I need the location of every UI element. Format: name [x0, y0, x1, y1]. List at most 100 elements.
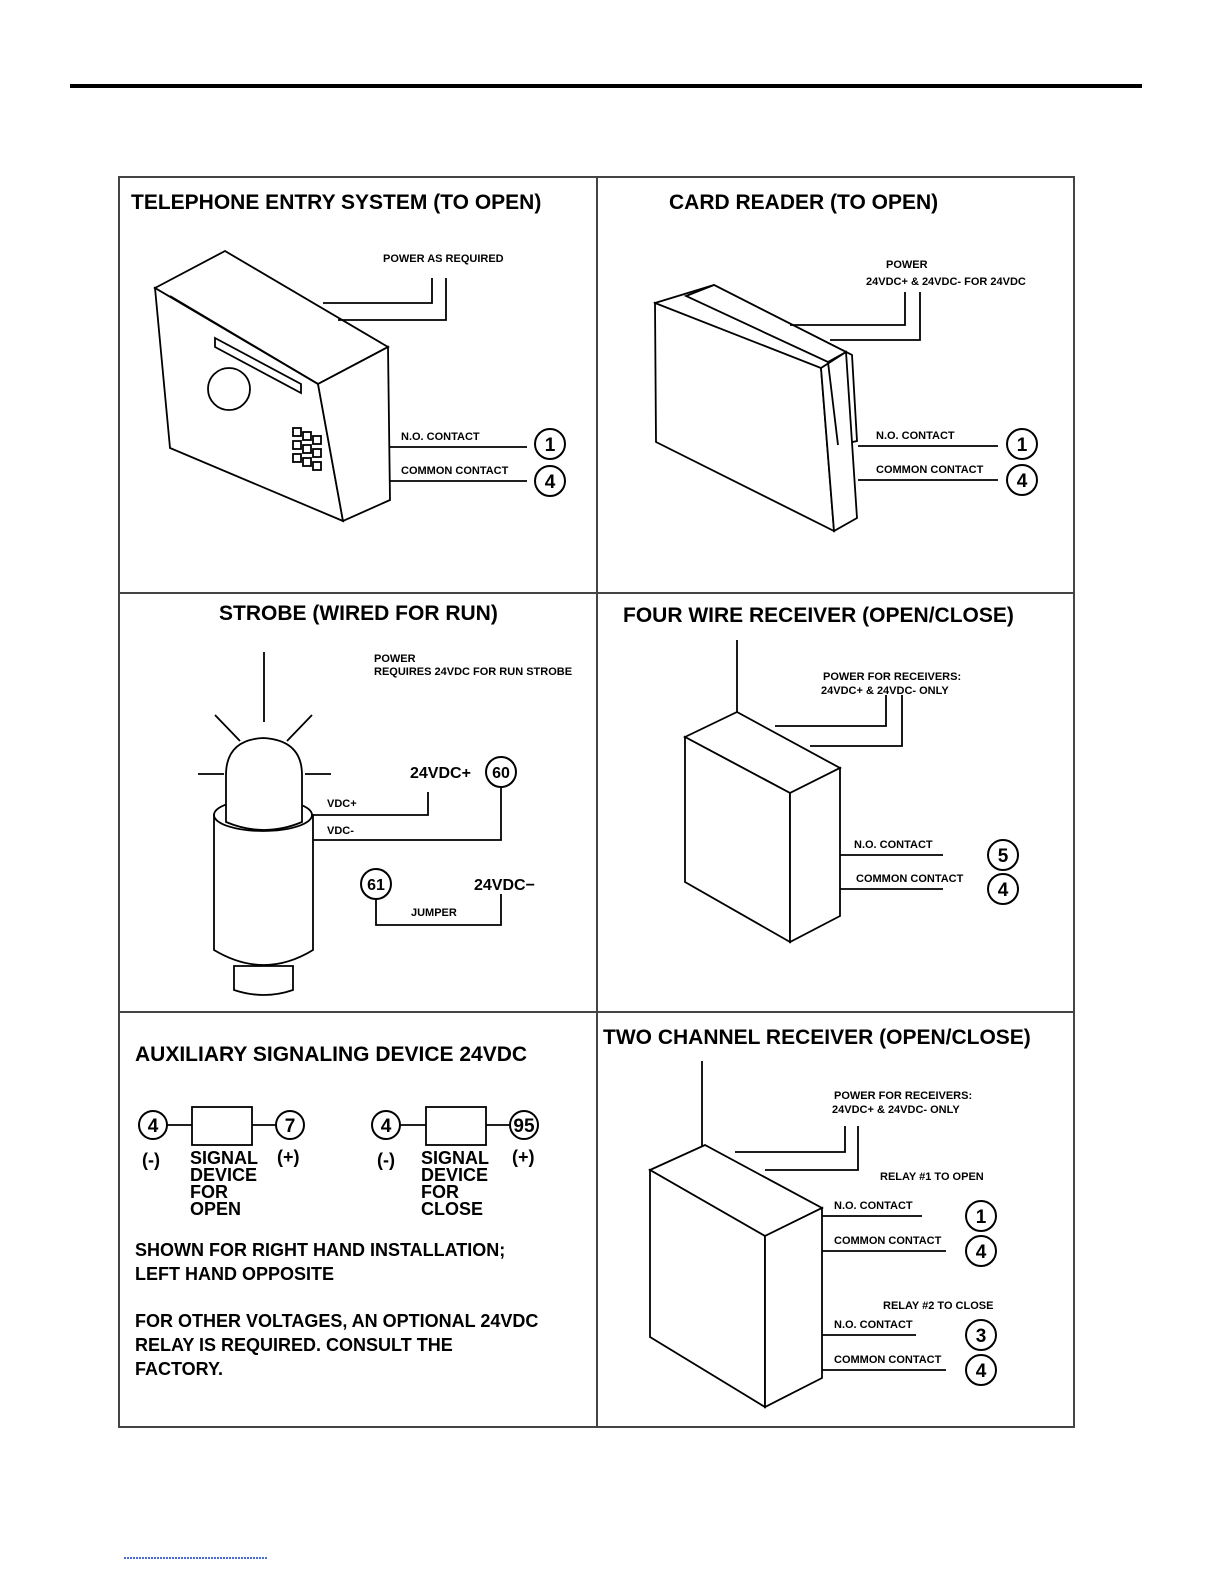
auxiliary-note-2-line-2: RELAY IS REQUIRED. CONSULT THE	[135, 1335, 453, 1355]
telephone-common-contact-label: COMMON CONTACT	[401, 465, 509, 477]
open-signal-box	[191, 1106, 253, 1146]
close-label-line-4: CLOSE	[421, 1199, 483, 1219]
close-label-line-3: FOR	[421, 1182, 459, 1202]
card-reader-terminal-no-number: 1	[1017, 435, 1028, 456]
two-channel-r1-terminal-no-number: 1	[976, 1207, 987, 1228]
card-reader-terminal-common	[1006, 464, 1038, 496]
two-channel-power-wire-1	[735, 1126, 846, 1153]
close-terminal-right-number: 95	[513, 1116, 535, 1137]
card-reader-device	[653, 284, 858, 533]
strobe-jumper-label: JUMPER	[411, 907, 457, 919]
close-label-line-1: SIGNAL	[421, 1148, 489, 1168]
open-label-line-3: FOR	[190, 1182, 228, 1202]
close-plus-label: (+)	[512, 1147, 535, 1167]
card-reader-power-label-2: 24VDC+ & 24VDC- FOR 24VDC	[866, 276, 1026, 288]
open-label-line-4: OPEN	[190, 1199, 241, 1219]
telephone-power-wire-2	[338, 278, 447, 321]
four-wire-terminal-common-number: 4	[998, 880, 1009, 901]
two-channel-r2-common-contact-label: COMMON CONTACT	[834, 1354, 942, 1366]
close-terminal-right	[509, 1110, 539, 1140]
two-channel-r1-common-contact-label: COMMON CONTACT	[834, 1235, 942, 1247]
open-terminal-left-number: 4	[148, 1116, 159, 1137]
telephone-terminal-no	[534, 428, 566, 460]
strobe-terminal-jumper-number: 61	[367, 877, 385, 894]
strobe-terminal-plus	[485, 756, 517, 788]
telephone-terminal-no-number: 1	[545, 435, 556, 456]
strobe-power-label-2: REQUIRES 24VDC FOR RUN STROBE	[374, 666, 572, 678]
two-channel-power-wire-2	[765, 1126, 859, 1171]
four-wire-power-label-1: POWER FOR RECEIVERS:	[823, 671, 961, 683]
two-channel-r2-terminal-common-number: 4	[976, 1361, 987, 1382]
strobe-supply-minus-label: 24VDC−	[474, 877, 535, 894]
auxiliary-note-1-line-2: LEFT HAND OPPOSITE	[135, 1264, 334, 1284]
four-wire-terminal-common	[987, 873, 1019, 905]
two-channel-r2-terminal-no	[965, 1319, 997, 1351]
four-wire-no-contact-label: N.O. CONTACT	[854, 839, 933, 851]
four-wire-receiver-device	[683, 640, 842, 944]
panel-four-wire-receiver: FOUR WIRE RECEIVER (OPEN/CLOSE) POWER FO…	[623, 604, 1019, 944]
open-minus-label: (-)	[142, 1150, 160, 1170]
panel-card-reader: CARD READER (TO OPEN) POWER 24VDC+ & 24V…	[653, 191, 1038, 533]
bottom-link-underline	[124, 1557, 267, 1559]
telephone-power-wire-1	[323, 278, 433, 304]
telephone-title: TELEPHONE ENTRY SYSTEM (TO OPEN)	[131, 191, 541, 214]
open-terminal-right-number: 7	[285, 1116, 296, 1137]
card-reader-power-wire-2	[830, 292, 921, 341]
open-label-line-2: DEVICE	[190, 1165, 257, 1185]
strobe-jumper-wire	[375, 894, 502, 926]
card-reader-power-wire-1	[790, 292, 906, 326]
two-channel-power-label-2: 24VDC+ & 24VDC- ONLY	[832, 1104, 960, 1116]
open-label-line-1: SIGNAL	[190, 1148, 258, 1168]
close-minus-label: (-)	[377, 1150, 395, 1170]
two-channel-r1-terminal-common	[965, 1235, 997, 1267]
two-channel-relay2-label: RELAY #2 TO CLOSE	[883, 1300, 993, 1312]
telephone-terminal-common	[534, 465, 566, 497]
close-signal-box	[425, 1106, 487, 1146]
card-reader-terminal-common-number: 4	[1017, 471, 1028, 492]
two-channel-r1-no-contact-label: N.O. CONTACT	[834, 1200, 913, 1212]
auxiliary-note-2-line-3: FACTORY.	[135, 1359, 223, 1379]
two-channel-r2-terminal-common	[965, 1354, 997, 1386]
strobe-power-label-1: POWER	[374, 653, 416, 665]
card-reader-power-label-1: POWER	[886, 259, 928, 271]
four-wire-terminal-no-number: 5	[998, 846, 1009, 867]
two-channel-r2-no-contact-label: N.O. CONTACT	[834, 1319, 913, 1331]
telephone-entry-device	[153, 249, 391, 523]
panel-strobe: STROBE (WIRED FOR RUN) POWER REQUIRES 24…	[198, 602, 572, 996]
four-wire-terminal-no	[987, 839, 1019, 871]
signal-device-open: 4 7 (-) (+) SIGNAL DEVICE FOR OPEN	[138, 1106, 305, 1219]
card-reader-terminal-no	[1006, 428, 1038, 460]
two-channel-relay1-label: RELAY #1 TO OPEN	[880, 1171, 984, 1183]
two-channel-r2-terminal-no-number: 3	[976, 1326, 987, 1347]
strobe-vdc-minus-wire	[313, 788, 502, 841]
strobe-terminal-plus-number: 60	[492, 765, 510, 782]
panel-telephone-entry: TELEPHONE ENTRY SYSTEM (TO OPEN) POWER A…	[131, 191, 566, 523]
telephone-power-label: POWER AS REQUIRED	[383, 253, 504, 265]
four-wire-power-wire-2	[810, 695, 903, 747]
panel-auxiliary-signaling: AUXILIARY SIGNALING DEVICE 24VDC 4 7 (-)…	[135, 1043, 539, 1379]
keypad-icon	[292, 427, 322, 471]
auxiliary-note-2-line-1: FOR OTHER VOLTAGES, AN OPTIONAL 24VDC	[135, 1311, 538, 1331]
four-wire-common-contact-label: COMMON CONTACT	[856, 873, 964, 885]
strobe-vdc-minus-label: VDC-	[327, 825, 354, 837]
two-channel-title: TWO CHANNEL RECEIVER (OPEN/CLOSE)	[603, 1026, 1031, 1049]
close-label-line-2: DEVICE	[421, 1165, 488, 1185]
two-channel-r1-terminal-no	[965, 1200, 997, 1232]
card-reader-no-contact-label: N.O. CONTACT	[876, 430, 955, 442]
card-reader-common-contact-label: COMMON CONTACT	[876, 464, 984, 476]
two-channel-receiver-device	[648, 1061, 824, 1409]
strobe-light-device	[198, 652, 331, 996]
strobe-vdc-plus-wire	[313, 792, 429, 816]
auxiliary-note-1-line-1: SHOWN FOR RIGHT HAND INSTALLATION;	[135, 1240, 505, 1260]
strobe-vdc-plus-label: VDC+	[327, 798, 357, 810]
telephone-no-contact-label: N.O. CONTACT	[401, 431, 480, 443]
top-rule	[70, 84, 1142, 88]
close-terminal-left-number: 4	[381, 1116, 392, 1137]
telephone-terminal-common-number: 4	[545, 472, 556, 493]
open-terminal-right	[275, 1110, 305, 1140]
four-wire-power-wire-1	[775, 695, 887, 727]
auxiliary-title: AUXILIARY SIGNALING DEVICE 24VDC	[135, 1043, 527, 1066]
strobe-supply-plus-label: 24VDC+	[410, 765, 471, 782]
four-wire-title: FOUR WIRE RECEIVER (OPEN/CLOSE)	[623, 604, 1014, 627]
